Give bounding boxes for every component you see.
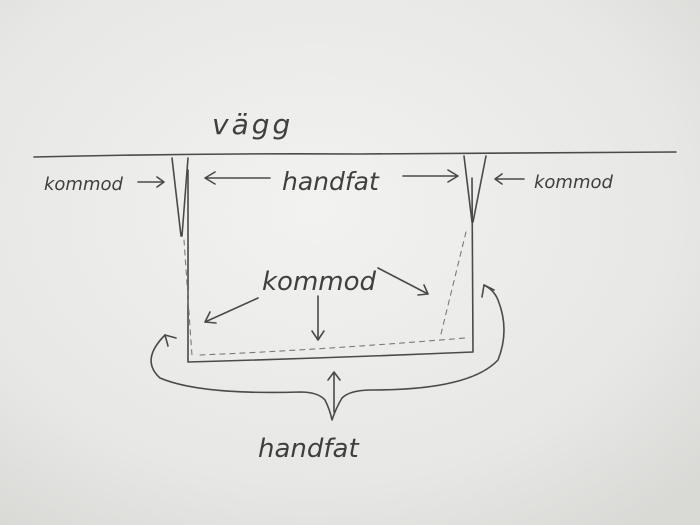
- arrow-kommod-inner-left: [204, 297, 259, 324]
- bottom-brace-left-tip: [164, 334, 177, 347]
- arrow-handfat-left: [204, 171, 271, 185]
- label-handfat-bottom: handfat: [258, 434, 359, 464]
- label-kommod-left: kommod: [44, 174, 124, 195]
- wall-line: [33, 151, 677, 158]
- bottom-brace-up-arrow: [327, 371, 341, 413]
- label-kommod-inner: kommod: [262, 267, 377, 297]
- label-kommod-right: kommod: [534, 172, 614, 193]
- arrow-handfat-right: [402, 169, 459, 183]
- label-wall: vägg: [212, 108, 293, 141]
- sink-basin-outline: [187, 169, 474, 363]
- right-cabinet-side: [463, 155, 487, 223]
- arrow-kommod-left: [137, 176, 165, 188]
- label-handfat-top: handfat: [282, 167, 380, 196]
- arrow-kommod-inner-right: [377, 267, 429, 296]
- bottom-brace: [150, 284, 505, 421]
- inner-cabinet-outline: [183, 231, 467, 357]
- bottom-brace-right-tip: [481, 284, 495, 298]
- left-cabinet-side: [171, 157, 189, 237]
- arrow-kommod-right: [494, 173, 525, 185]
- arrow-kommod-inner-down: [311, 295, 325, 341]
